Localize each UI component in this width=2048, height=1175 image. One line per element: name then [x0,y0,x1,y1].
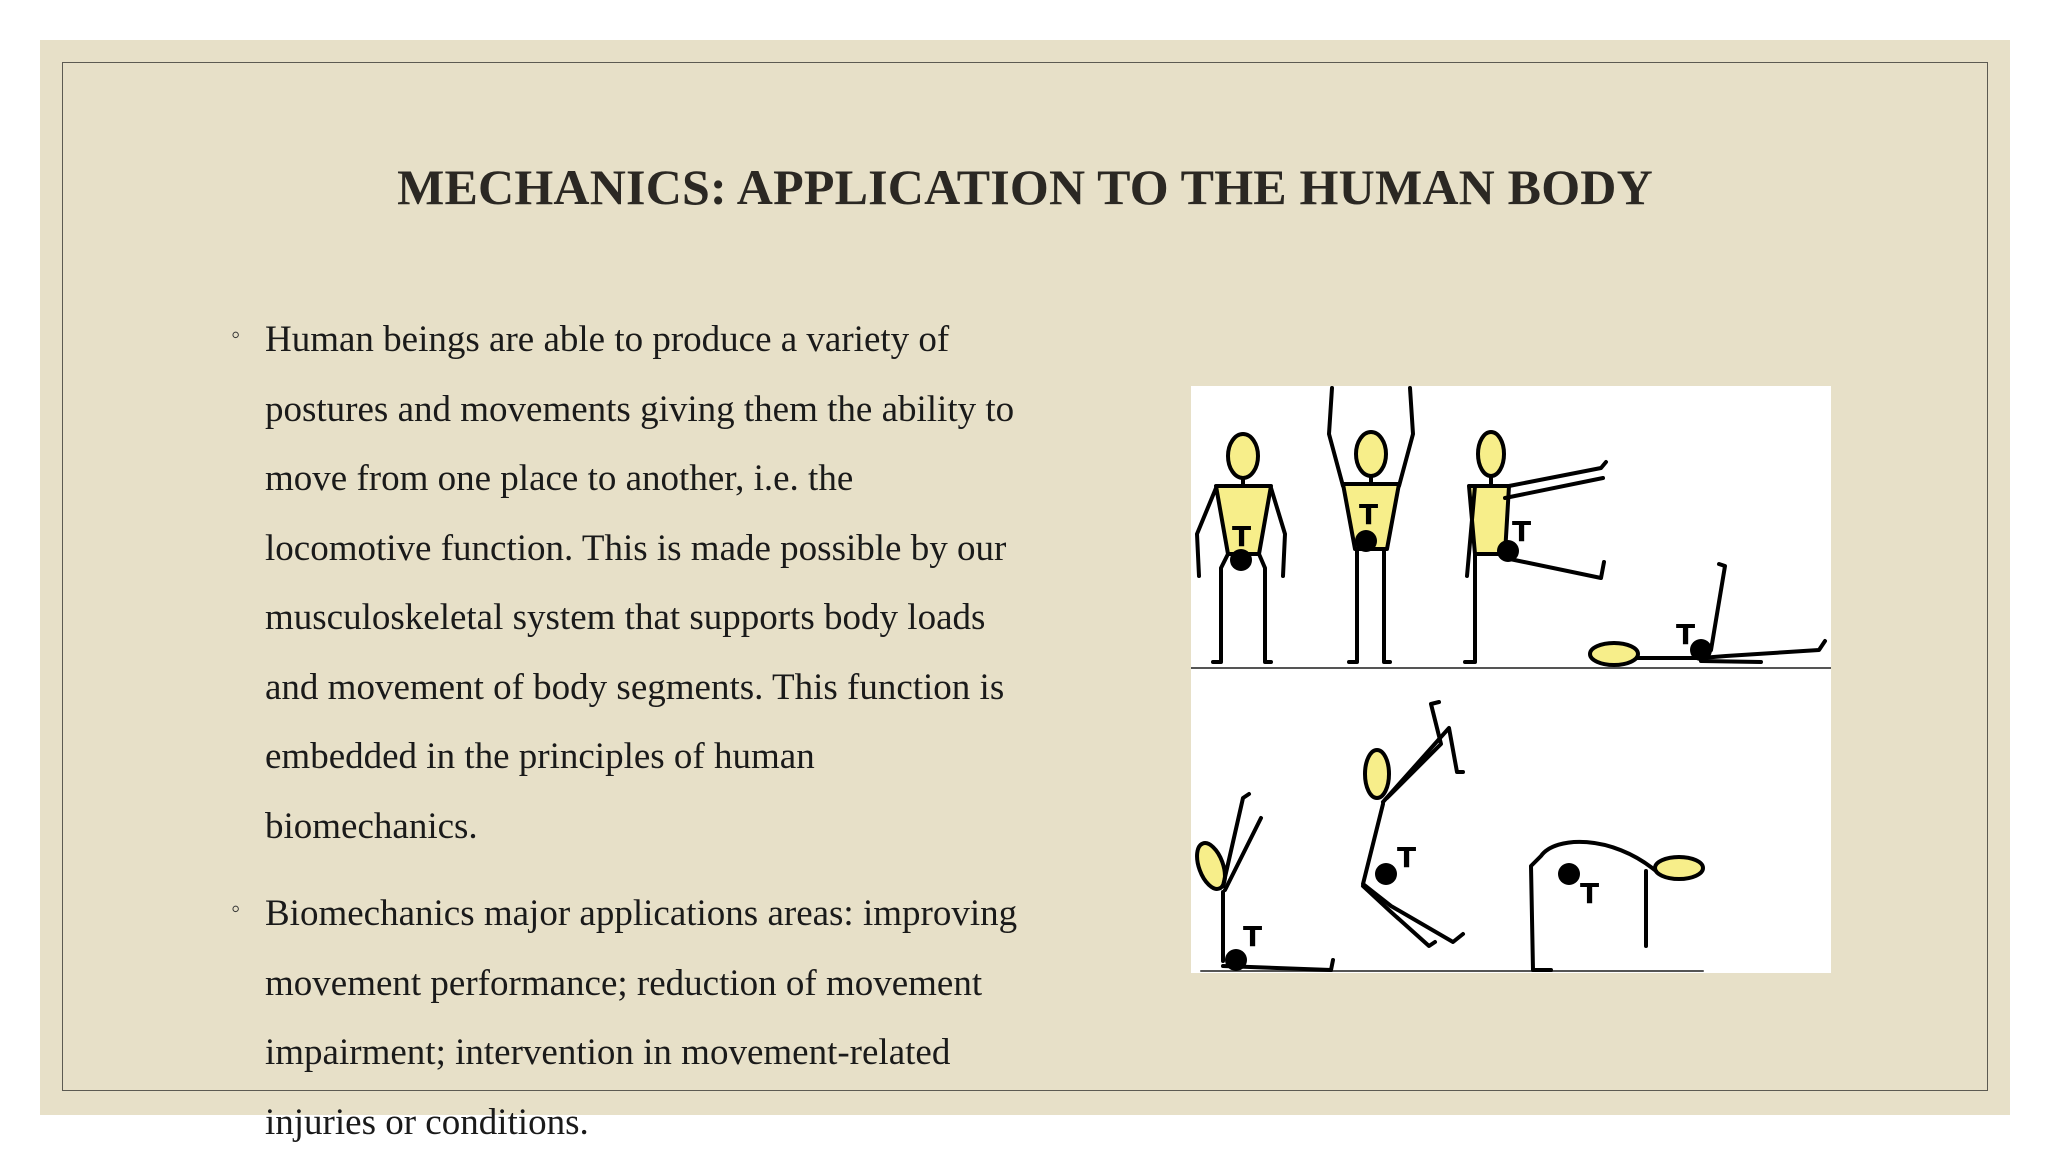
bullet-item: ◦ Human beings are able to produce a var… [231,305,1025,861]
bullet-text: Human beings are able to produce a varie… [265,319,1015,847]
trunk-label: T [1243,920,1262,953]
trunk-label: T [1397,841,1416,874]
trunk-label: T [1676,618,1695,651]
trunk-label: T [1580,877,1599,910]
jumping-figure [1361,700,1465,948]
slide-title: MECHANICS: APPLICATION TO THE HUMAN BODY [397,159,1653,215]
standing-figure [1195,432,1287,664]
lying-figure [1588,562,1827,667]
slide-frame [62,62,1988,1091]
bullet-text: Biomechanics major applications areas: i… [265,893,1018,1143]
trunk-label: T [1359,498,1378,531]
sitting-figure [1195,792,1335,972]
slide: MECHANICS: APPLICATION TO THE HUMAN BODY… [40,40,2010,1143]
leg-raised-figure [1463,430,1608,664]
arms-raised-figure [1327,386,1415,664]
bullet-item: ◦ Biomechanics major applications areas:… [231,879,1025,1157]
bullet-marker: ◦ [231,320,241,349]
bending-figure [1529,839,1705,972]
bullet-list: ◦ Human beings are able to produce a var… [231,305,1025,1175]
trunk-label: T [1232,520,1251,553]
posture-illustration: T T T T T T T [1191,386,1831,973]
trunk-label: T [1512,515,1531,548]
bullet-marker: ◦ [231,894,241,923]
